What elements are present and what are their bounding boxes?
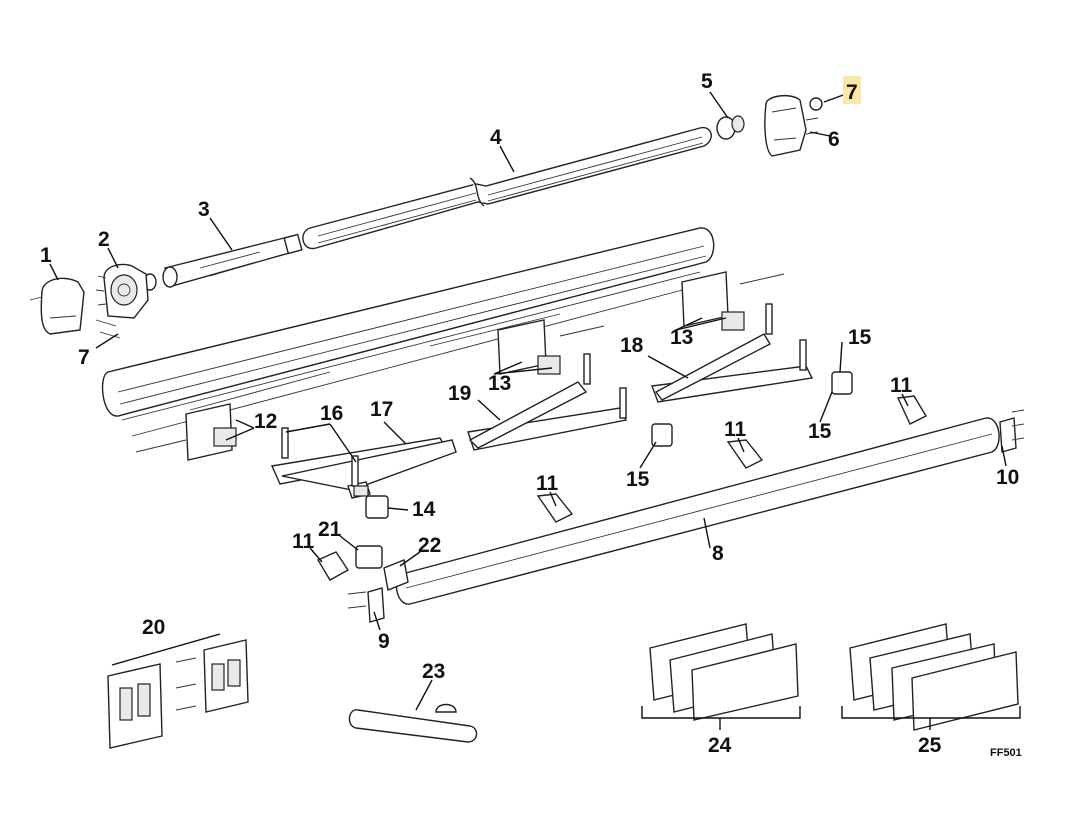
callout-1: 1 bbox=[40, 244, 52, 267]
callout-15-middle: 15 bbox=[626, 468, 650, 491]
callout-3: 3 bbox=[198, 198, 210, 221]
callout-11-a: 11 bbox=[292, 530, 315, 553]
bracket-12 bbox=[135, 403, 237, 461]
clip-15-b bbox=[831, 371, 853, 395]
clip-15-a bbox=[651, 423, 673, 447]
arm-assembly-middle bbox=[467, 353, 628, 451]
bracket-13-right bbox=[681, 271, 785, 331]
end-plug-part bbox=[716, 115, 745, 140]
callout-6: 6 bbox=[828, 128, 840, 151]
callout-9: 9 bbox=[378, 630, 390, 653]
callout-7-top: 7 bbox=[846, 81, 858, 104]
callout-12: 12 bbox=[254, 410, 277, 433]
callout-7-highlight bbox=[843, 76, 861, 104]
callout-22: 22 bbox=[418, 534, 441, 557]
callout-15-right: 15 bbox=[808, 420, 832, 443]
knob-11-a bbox=[316, 551, 350, 581]
callout-24: 24 bbox=[708, 734, 732, 757]
callout-23: 23 bbox=[422, 660, 445, 683]
knob-11-b bbox=[536, 493, 574, 523]
rubber-trim-part bbox=[348, 703, 478, 743]
callout-18: 18 bbox=[620, 334, 644, 357]
channel-set-24 bbox=[641, 623, 801, 721]
callout-25: 25 bbox=[918, 734, 942, 757]
channel-set-25 bbox=[841, 623, 1021, 731]
callout-20: 20 bbox=[142, 616, 165, 639]
leader-lines bbox=[49, 91, 1007, 730]
knob-11-d bbox=[896, 395, 927, 425]
end-cap-21 bbox=[355, 545, 383, 569]
figure-code: FF501 bbox=[990, 747, 1022, 759]
end-cap-22 bbox=[383, 559, 409, 591]
callout-13-middle: 13 bbox=[488, 372, 511, 395]
callout-4: 4 bbox=[490, 126, 502, 149]
roller-tube-part bbox=[302, 126, 712, 250]
arm-assembly-right bbox=[651, 303, 814, 403]
switch-plate-part bbox=[107, 633, 249, 749]
bracket-10 bbox=[999, 409, 1025, 453]
callout-10: 10 bbox=[996, 466, 1019, 489]
knob-11-c bbox=[726, 439, 764, 469]
callout-11-b: 11 bbox=[536, 472, 559, 495]
left-endcap-motor-part bbox=[95, 263, 149, 319]
callout-8: 8 bbox=[712, 542, 724, 565]
torsion-assembly-part bbox=[162, 233, 303, 288]
right-endcap-part bbox=[764, 94, 823, 157]
callout-7-left: 7 bbox=[78, 346, 90, 369]
callout-2: 2 bbox=[98, 228, 110, 251]
callout-5: 5 bbox=[701, 70, 713, 93]
callout-15-top: 15 bbox=[848, 326, 872, 349]
callout-19: 19 bbox=[448, 382, 471, 405]
left-cover-part bbox=[29, 277, 121, 339]
clip-14 bbox=[353, 485, 389, 519]
callout-13-right: 13 bbox=[670, 326, 693, 349]
awning-rail-part bbox=[101, 227, 715, 437]
callout-11-c: 11 bbox=[724, 418, 747, 441]
callout-21: 21 bbox=[318, 518, 342, 541]
callout-17: 17 bbox=[370, 398, 393, 421]
callout-11-d: 11 bbox=[890, 374, 913, 397]
bracket-9 bbox=[347, 587, 385, 623]
callout-14: 14 bbox=[412, 498, 436, 521]
callout-16: 16 bbox=[320, 402, 343, 425]
